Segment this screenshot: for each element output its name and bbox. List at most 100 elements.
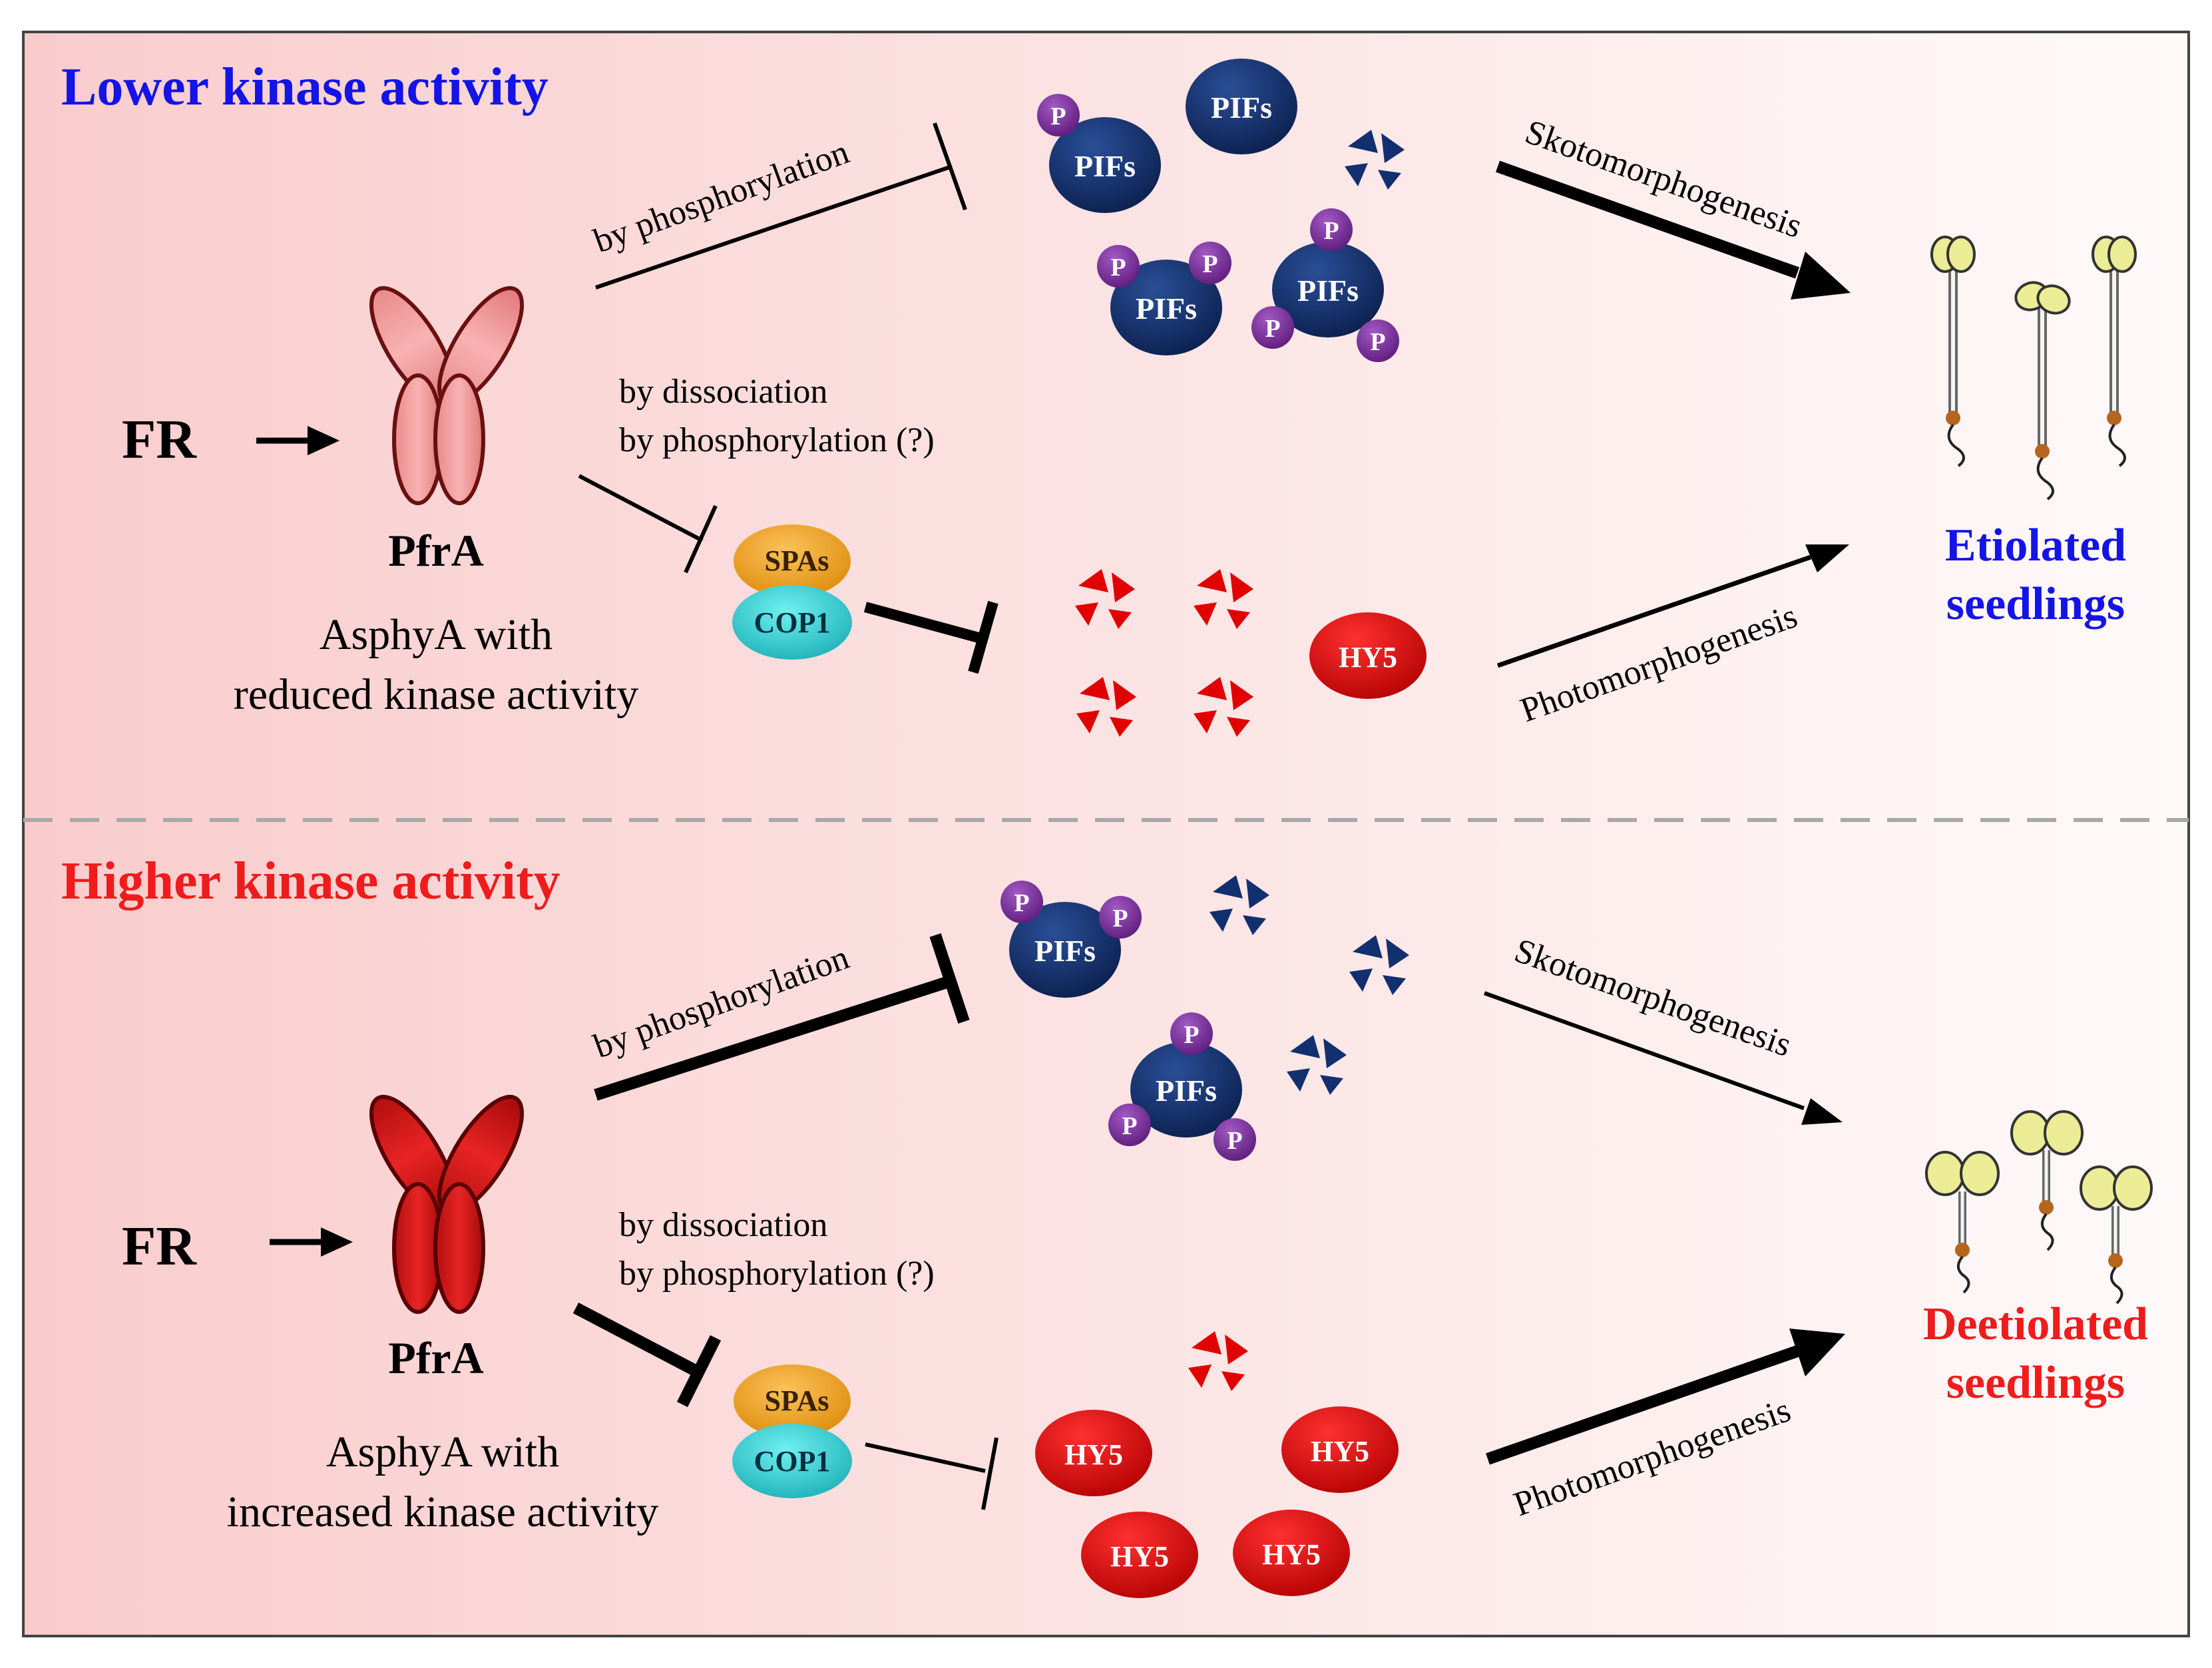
top-skoto-arrow [1495,160,1851,300]
top-panel: Lower kinase activity FR PfrA AsphyA wit… [61,58,2137,737]
bottom-degraded-pif-fragment [1287,1035,1347,1095]
phospho-bead [1214,1118,1256,1161]
bottom-deetiolated-seedling [2080,1165,2153,1305]
bottom-spa-cop1-complex: SPAs COP1 [732,1364,852,1498]
bottom-pfra-label: PfrA [388,1333,483,1383]
phospho-bead [1037,94,1080,136]
bottom-photo-arrow [1486,1329,1845,1465]
phospho-label: P [1050,103,1066,130]
top-hy5-molecule: HY5 [1309,612,1427,699]
bottom-deetiolated-seedling [1925,1151,2000,1294]
top-inhibition-hy5 [863,600,998,674]
bottom-inhib-cop-label1: by dissociation [619,1206,827,1244]
bottom-hy5-molecule: HY5 [1281,1406,1399,1493]
bottom-spas-label: SPAs [765,1384,829,1417]
top-inhib-cop-label2: by phosphorylation (?) [619,421,935,459]
bottom-hy5-molecule: HY5 [1233,1510,1350,1596]
bottom-cop1-label: COP1 [754,1445,831,1478]
bottom-degraded-pif-fragment [1210,875,1269,935]
top-photo-arrow [1496,544,1849,668]
top-pifs-label: PIFs [1074,149,1136,183]
top-spas-label: SPAs [765,544,829,577]
phospho-bead [1251,306,1294,349]
top-etiolated-seedling [1930,236,1976,467]
phospho-label: P [1265,315,1280,343]
top-degraded-pif-fragment [1345,130,1405,190]
bottom-pif-molecule: PIFs P P [1000,881,1142,998]
top-pif-molecule: PIFs [1186,59,1297,154]
bottom-cop1-ellipse [732,1424,852,1498]
phospho-bead [1357,319,1399,362]
phospho-label: P [1370,328,1385,356]
top-degraded-hy5-fragment [1194,569,1253,629]
top-cop1-ellipse [732,585,852,660]
bottom-hy5-label: HY5 [1262,1538,1321,1571]
bottom-desc-line1: AsphyA with [326,1428,559,1476]
top-etiolated-seedling [2014,281,2071,501]
top-panel-title: Lower kinase activity [61,58,549,116]
top-inhibition-pifs [595,122,967,290]
bottom-phya-icon [369,1094,525,1314]
top-hy5-label: HY5 [1339,641,1397,674]
bottom-inhibition-spa-cop1 [572,1303,722,1408]
bottom-hy5-label: HY5 [1064,1438,1123,1471]
top-cop1-label: COP1 [754,606,831,639]
top-spa-ellipse [734,524,851,598]
bottom-inhib-cop-label2: by phosphorylation (?) [619,1255,935,1293]
phospho-label: P [1227,1127,1242,1155]
top-pifs-label: PIFs [1297,274,1359,308]
top-outcome-line1: Etiolated [1945,520,2126,571]
top-inhibition-spa-cop1 [578,474,718,574]
phospho-bead [1310,208,1353,251]
top-pfra-label: PfrA [388,525,483,576]
top-degraded-hy5-fragment [1075,569,1135,629]
bottom-pifs-label: PIFs [1034,934,1096,968]
bottom-degraded-hy5-fragment [1188,1331,1248,1391]
bottom-spa-ellipse [734,1364,851,1438]
phospho-bead [1097,245,1140,288]
phospho-bead [1000,881,1043,923]
bottom-pif-molecule: PIFs P P P [1108,1012,1256,1161]
bottom-hy5-molecule: HY5 [1081,1512,1198,1598]
phospho-bead [1108,1104,1151,1146]
phospho-label: P [1112,905,1128,933]
phospho-label: P [1014,889,1029,917]
bottom-outcome-line2: seedlings [1946,1357,2125,1408]
top-spa-cop1-complex: SPAs COP1 [732,524,852,660]
bottom-deetiolated-seedling [2010,1110,2084,1251]
bottom-pifs-label: PIFs [1156,1074,1217,1108]
phospho-bead [1170,1012,1213,1055]
bottom-hy5-molecule: HY5 [1035,1410,1152,1496]
phospho-label: P [1184,1021,1199,1049]
phospho-label: P [1202,250,1217,278]
top-desc-line2: reduced kinase activity [234,670,638,719]
top-pifs-label: PIFs [1211,91,1272,124]
phospho-label: P [1122,1112,1137,1140]
bottom-fr-arrow [270,1227,353,1257]
top-pif-molecule: PIFs P [1037,94,1161,213]
top-pif-molecule: PIFs P P [1097,242,1231,355]
top-pif-molecule: PIFs P P P [1251,208,1399,362]
bottom-hy5-label: HY5 [1110,1540,1169,1573]
bottom-desc-line2: increased kinase activity [227,1488,659,1536]
bottom-inhibition-pifs [594,933,970,1101]
bottom-outcome-line1: Deetiolated [1923,1299,2148,1350]
bottom-fr-label: FR [122,1215,197,1277]
top-fr-arrow [256,426,339,455]
top-inhib-cop-label1: by dissociation [619,373,827,411]
bottom-skoto-arrow [1483,991,1843,1125]
bottom-inhibition-hy5 [865,1437,998,1510]
top-pifs-label: PIFs [1136,292,1197,325]
phospho-bead [1189,242,1231,284]
phospho-label: P [1323,217,1339,245]
bottom-degraded-pif-fragment [1349,935,1409,995]
top-degraded-hy5-fragment [1194,677,1253,737]
top-etiolated-seedling [2092,236,2137,467]
top-outcome-line2: seedlings [1946,578,2125,630]
bottom-panel-title: Higher kinase activity [61,852,560,911]
phospho-bead [1099,896,1142,938]
top-desc-line1: AsphyA with [320,610,553,659]
top-degraded-hy5-fragment [1076,677,1136,737]
top-fr-label: FR [122,409,197,471]
